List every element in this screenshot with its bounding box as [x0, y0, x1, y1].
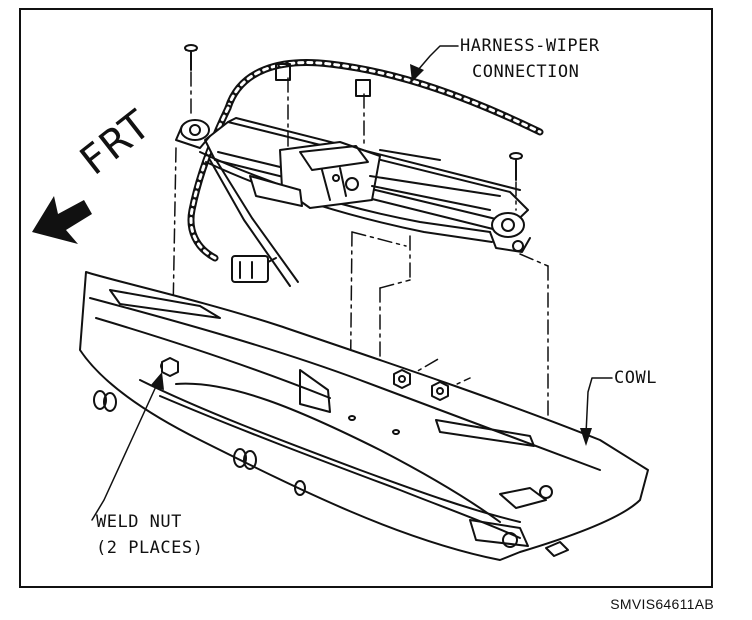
front-arrow-icon: [32, 196, 92, 244]
mounting-screws: [184, 44, 523, 181]
weld-nut-callout-line1: WELD NUT: [96, 512, 182, 532]
leader-lines: [91, 45, 613, 521]
wiper-linkage-module: [175, 117, 531, 287]
weld-nut-callout-line2: (2 PLACES): [96, 538, 204, 558]
harness-callout-line1: HARNESS-WIPER: [460, 36, 600, 56]
cowl-callout: COWL: [614, 368, 657, 388]
leader-arrowheads: [150, 64, 592, 446]
figure-code: SMVIS64611AB: [610, 596, 714, 612]
hex-nuts: [161, 357, 449, 401]
harness-connector: [231, 255, 277, 283]
harness-callout-line2: CONNECTION: [472, 62, 580, 82]
cowl-panel: [79, 271, 649, 561]
